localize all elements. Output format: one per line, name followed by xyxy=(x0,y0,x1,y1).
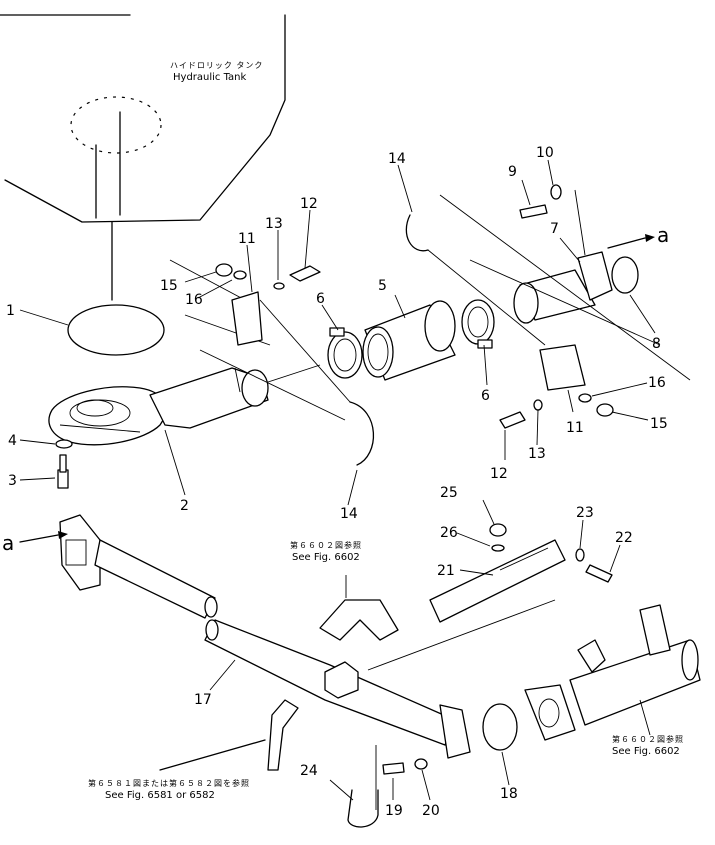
ref-6602-right-label-en: See Fig. 6602 xyxy=(612,746,680,757)
bolt-19 xyxy=(382,762,405,775)
part-number-8: 8 xyxy=(652,336,661,352)
part-number-10: 10 xyxy=(536,145,554,161)
bolt-22 xyxy=(585,564,613,583)
hydraulic-tank xyxy=(0,14,286,301)
bolt-12-right xyxy=(499,411,526,429)
part-number-11-right: 11 xyxy=(566,420,584,436)
hose-fitting xyxy=(267,699,299,771)
bolt-12-left xyxy=(289,265,321,282)
part-number-13-left: 13 xyxy=(265,216,283,232)
bracket-21 xyxy=(429,539,566,623)
part-number-14-lower: 14 xyxy=(340,506,358,522)
header-pipe xyxy=(524,604,701,741)
connection-a-top: a xyxy=(657,223,669,247)
leader-lines xyxy=(19,159,656,801)
connection-a-left: a xyxy=(2,531,14,555)
part-number-13-right: 13 xyxy=(528,446,546,462)
hose-5 xyxy=(362,300,456,381)
nut-15-right xyxy=(596,403,614,417)
pipe-17 xyxy=(59,514,471,759)
o-ring-1 xyxy=(67,304,165,356)
part-number-25: 25 xyxy=(440,485,458,501)
part-number-12-left: 12 xyxy=(300,196,318,212)
arrow-a-top xyxy=(607,237,646,249)
part-number-5: 5 xyxy=(378,278,387,294)
part-number-20: 20 xyxy=(422,803,440,819)
ref-6581-label-en: See Fig. 6581 or 6582 xyxy=(105,790,215,801)
washer-16-right xyxy=(578,393,592,403)
part-number-15-right: 15 xyxy=(650,416,668,432)
bolt-9 xyxy=(519,204,548,219)
o-ring-18 xyxy=(482,703,518,751)
part-number-18: 18 xyxy=(500,786,518,802)
washer-13-left xyxy=(273,282,285,290)
u-bolt-14-lower xyxy=(349,401,375,466)
part-number-11-left: 11 xyxy=(238,231,256,247)
ref-6602-right-label-jp: 第６６０２図参照 xyxy=(612,734,684,744)
part-number-6-left: 6 xyxy=(316,291,325,307)
elbow-pipe xyxy=(319,599,399,641)
tank-label-jp: ハイドロリック タンク xyxy=(170,61,263,70)
bolt-3 xyxy=(57,454,69,489)
hose-clamp-6-right xyxy=(461,299,495,349)
part-number-4: 4 xyxy=(8,433,17,449)
suction-pipe-2 xyxy=(48,367,269,446)
ref-6602-label-en: See Fig. 6602 xyxy=(292,552,360,563)
ref-6581-label-jp: 第６５８１図または第６５８２図を参照 xyxy=(88,778,250,788)
part-number-24: 24 xyxy=(300,763,318,779)
washer-10 xyxy=(550,184,562,200)
part-number-16-right: 16 xyxy=(648,375,666,391)
ref-6602-label-jp: 第６６０２図参照 xyxy=(290,540,362,550)
tank-label-en: Hydraulic Tank xyxy=(173,72,247,83)
nut-25 xyxy=(489,523,507,537)
part-number-6-right: 6 xyxy=(481,388,490,404)
nut-15-left xyxy=(215,263,233,277)
part-number-12-right: 12 xyxy=(490,466,508,482)
part-number-22: 22 xyxy=(615,530,633,546)
part-number-3: 3 xyxy=(8,473,17,489)
washer-16-left xyxy=(233,270,247,280)
part-number-1: 1 xyxy=(6,303,15,319)
bracket-11-right xyxy=(539,344,586,391)
washer-26 xyxy=(491,544,505,552)
part-number-14-upper: 14 xyxy=(388,151,406,167)
part-number-2: 2 xyxy=(180,498,189,514)
bracket-11-left xyxy=(231,291,263,346)
hose-clamp-6-left xyxy=(327,327,363,379)
washer-20 xyxy=(414,758,428,770)
part-number-17: 17 xyxy=(194,692,212,708)
pipe-7 xyxy=(513,251,613,324)
part-number-19: 19 xyxy=(385,803,403,819)
washer-23 xyxy=(575,548,585,562)
washer-4 xyxy=(55,439,73,449)
washer-13-right xyxy=(533,399,543,411)
o-ring-8 xyxy=(611,256,639,294)
u-bolt-24 xyxy=(347,789,379,828)
part-number-26: 26 xyxy=(440,525,458,541)
part-number-15-left: 15 xyxy=(160,278,178,294)
u-bolt-14-upper xyxy=(405,214,429,252)
part-number-16-left: 16 xyxy=(185,292,203,308)
part-number-21: 21 xyxy=(437,563,455,579)
part-number-9: 9 xyxy=(508,164,517,180)
part-number-23: 23 xyxy=(576,505,594,521)
part-number-7: 7 xyxy=(550,221,559,237)
